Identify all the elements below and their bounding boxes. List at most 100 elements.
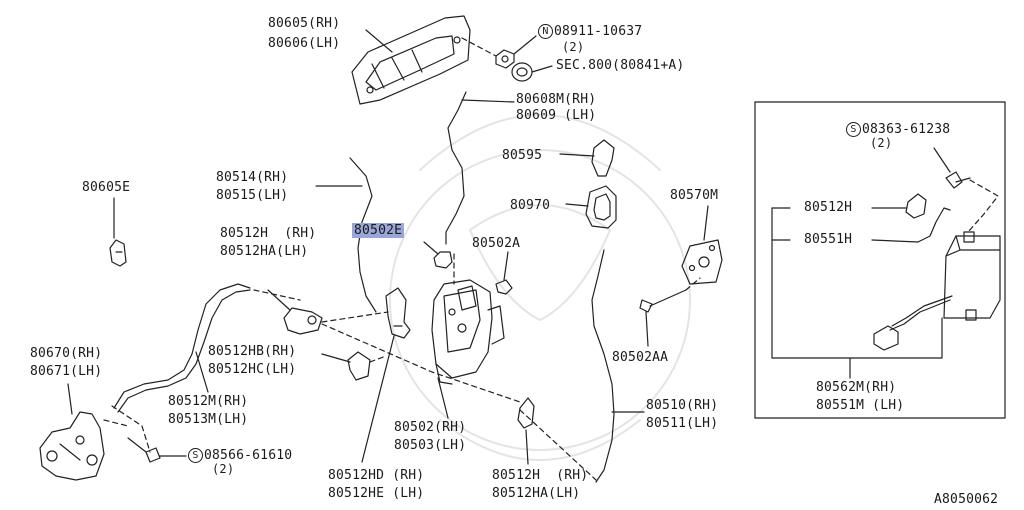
watermark-emblem bbox=[389, 114, 691, 461]
part-80595 bbox=[591, 139, 615, 177]
rod-80510 bbox=[591, 249, 615, 483]
label-rod2-lh: 80515(LH) bbox=[216, 188, 289, 203]
label-clip4-rh: 80512H (RH) bbox=[492, 468, 589, 483]
inset-clip bbox=[905, 193, 927, 219]
leader-handle bbox=[365, 29, 393, 53]
label-cable-lh: 80513M(LH) bbox=[168, 412, 249, 427]
leader-80512HD bbox=[361, 335, 395, 463]
inset-leader-rod bbox=[871, 239, 919, 243]
leader-actuator bbox=[67, 383, 73, 415]
dash-striker bbox=[685, 277, 701, 291]
label-inset-screw-qty: (2) bbox=[870, 136, 893, 150]
part-80502E bbox=[433, 251, 453, 269]
label-80605E: 80605E bbox=[82, 180, 131, 195]
dash-clip1 bbox=[321, 311, 389, 323]
dash-actuator bbox=[103, 419, 129, 427]
label-clip2-rh: 80512HB(RH) bbox=[208, 344, 297, 359]
leader-clip1 bbox=[267, 289, 291, 311]
leader-clip4 bbox=[525, 429, 529, 465]
screw-08566 bbox=[127, 437, 161, 463]
label-inset-unit-rh: 80562M(RH) bbox=[816, 380, 897, 395]
label-actuator-rh: 80670(RH) bbox=[30, 346, 103, 361]
leader-80502A bbox=[503, 251, 509, 281]
nut-code-symbol: N bbox=[538, 24, 553, 39]
door-handle-part bbox=[351, 15, 471, 105]
dash-main-5 bbox=[111, 405, 151, 453]
label-handle-rh: 80605(RH) bbox=[268, 16, 341, 31]
label-80970: 80970 bbox=[510, 198, 551, 213]
label-80502AA: 80502AA bbox=[612, 350, 669, 365]
striker-part bbox=[681, 239, 723, 285]
screw-code-symbol: S bbox=[188, 448, 203, 463]
dash-handle-nut bbox=[461, 37, 497, 57]
label-inset-clip: 80512H bbox=[804, 200, 853, 215]
clip-80512H-bottom bbox=[517, 397, 535, 429]
clip-80512H-left bbox=[283, 307, 323, 335]
label-sec: SEC.800(80841+A) bbox=[556, 58, 685, 73]
nut-part-number: 08911-10637 bbox=[554, 24, 643, 39]
label-rod3-lh: 80511(LH) bbox=[646, 416, 719, 431]
inset-screw-part-number: 08363-61238 bbox=[862, 122, 951, 137]
inset-dash-1 bbox=[967, 179, 999, 233]
label-80595: 80595 bbox=[502, 148, 543, 163]
label-clip3-rh: 80512HD (RH) bbox=[328, 468, 425, 483]
label-clip4-lh: 80512HA(LH) bbox=[492, 486, 581, 501]
cable-80512M-2 bbox=[117, 289, 251, 413]
label-80502E-highlight[interactable]: 80502E bbox=[352, 223, 405, 238]
inset-bracket bbox=[771, 207, 943, 359]
inset-screw bbox=[945, 171, 971, 189]
actuator-part bbox=[39, 411, 105, 481]
leader-80970 bbox=[565, 203, 589, 207]
label-80502A: 80502A bbox=[472, 236, 521, 251]
leader-80595 bbox=[559, 153, 595, 157]
dash-main-3 bbox=[519, 409, 597, 481]
leader-sec bbox=[531, 65, 553, 73]
label-latch-rh: 80502(RH) bbox=[394, 420, 467, 435]
label-screw-qty: (2) bbox=[212, 462, 235, 476]
label-actuator-lh: 80671(LH) bbox=[30, 364, 103, 379]
part-80970 bbox=[585, 185, 617, 229]
label-clip1-rh: 80512H (RH) bbox=[220, 226, 317, 241]
leader-latch bbox=[437, 377, 449, 419]
inset-rod bbox=[917, 207, 951, 243]
clip-80512HD bbox=[385, 287, 411, 339]
clip-80512HB bbox=[347, 351, 371, 381]
inset-leader-screw bbox=[933, 147, 951, 173]
label-inset-rod: 80551H bbox=[804, 232, 853, 247]
leader-80502AA bbox=[645, 311, 649, 347]
dash-main-1 bbox=[253, 289, 301, 301]
label-latch-lh: 80503(LH) bbox=[394, 438, 467, 453]
rod-80608M bbox=[445, 91, 467, 245]
label-handle-lh: 80606(LH) bbox=[268, 36, 341, 51]
leader-80570M bbox=[703, 205, 709, 241]
leader-nut bbox=[513, 35, 537, 55]
label-inset-unit-lh: 80551M (LH) bbox=[816, 398, 905, 413]
dash-main-2 bbox=[321, 323, 521, 403]
label-rod1-rh: 80608M(RH) bbox=[516, 92, 597, 107]
label-cable-rh: 80512M(RH) bbox=[168, 394, 249, 409]
inset-unit bbox=[873, 231, 1001, 351]
diagram-id: A8050062 bbox=[934, 492, 999, 507]
screw-80502AA bbox=[639, 289, 687, 313]
nut-part bbox=[495, 49, 515, 69]
screw-part-number: 08566-61610 bbox=[204, 448, 293, 463]
screw-80502A bbox=[495, 279, 513, 295]
latch-part bbox=[431, 279, 505, 385]
clip-80605E bbox=[109, 239, 127, 267]
leader-clip2 bbox=[321, 353, 351, 363]
inset-screw-code-symbol: S bbox=[846, 122, 861, 137]
label-clip2-lh: 80512HC(LH) bbox=[208, 362, 297, 377]
label-rod3-rh: 80510(RH) bbox=[646, 398, 719, 413]
dash-clip2 bbox=[369, 355, 387, 363]
label-rod1-lh: 80609 (LH) bbox=[516, 108, 597, 123]
label-80570M: 80570M bbox=[670, 188, 719, 203]
label-clip3-lh: 80512HE (LH) bbox=[328, 486, 425, 501]
cable-80512M bbox=[113, 283, 251, 409]
inset-box bbox=[754, 101, 1006, 419]
grommet-part bbox=[511, 62, 533, 82]
label-clip1-lh: 80512HA(LH) bbox=[220, 244, 309, 259]
